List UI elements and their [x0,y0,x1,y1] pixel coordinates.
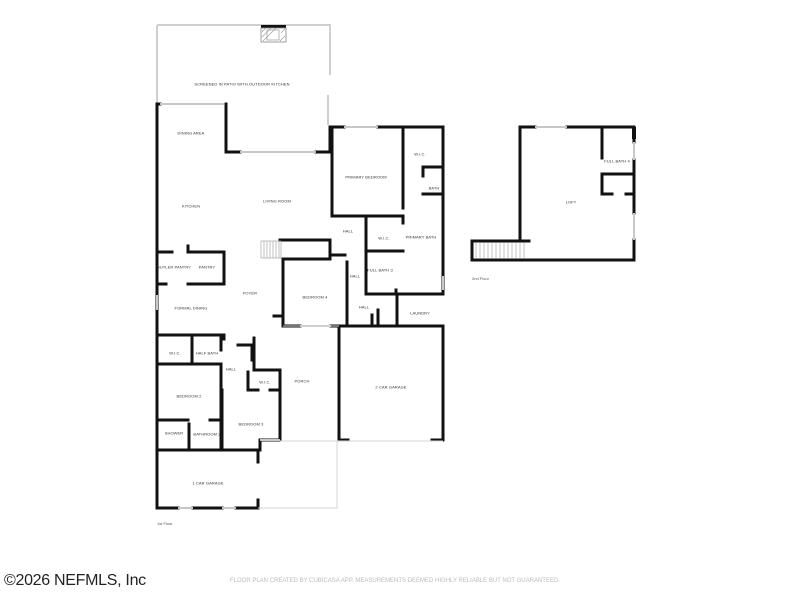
room-label-half-bath: HALF BATH [195,350,219,356]
room-label-hall-2: HALL [342,228,354,234]
room-label-hall-3: HALL [349,273,361,279]
room-label-hall-4: HALL [358,304,370,310]
room-label-wic-1: W.I.C. [169,350,181,356]
room-label-living-room: LIVING ROOM [263,198,291,204]
room-label-full-bath-3: FULL BATH 3 [367,267,393,273]
porch-outline [258,325,443,509]
room-label-bathroom-2: BATHROOM 2 [193,431,221,437]
room-label-dining-area: DINING AREA [177,130,205,136]
room-label-bath: BATH [428,185,440,191]
windows-2nd-floor [535,126,635,240]
room-label-kitchen: KITCHEN [181,203,201,209]
room-label-full-bath-4: FULL BATH 4 [604,158,630,164]
room-label-loft: LOFT [565,199,577,205]
stairs-1st-floor [260,240,282,259]
room-label-hall-1: HALL [225,366,237,372]
stairs-2nd-floor [475,243,525,258]
copyright-text: ©2026 NEFMLS, Inc [4,572,146,589]
room-label-primary-bath: PRIMARY BATH [405,234,437,240]
room-label-wic-4: W.I.C. [378,235,390,241]
room-label-formal-dining: FORMAL DINING [174,305,208,311]
floor-name-label: 1st Floor [157,521,173,526]
room-label-wic-3: W.I.C. [414,151,426,157]
room-label-laundry: LAUNDRY [410,310,430,316]
room-label-bedroom-3: BEDROOM 3 [238,421,264,427]
room-label-foyer: FOYER [242,290,258,296]
room-label-garage-2car: 2 CAR GARAGE [375,384,407,390]
room-label-butler-pantry: BUTLER PANTRY [156,264,192,270]
room-label-shower: SHOWER [164,430,184,436]
floor-name-label: 2nd Floor [472,276,489,281]
room-label-bedroom-2: BEDROOM 2 [176,393,202,399]
walls-2nd-floor [470,125,636,262]
fireplace-icon [260,25,287,43]
wall-corner [632,127,636,139]
room-label-wic-2: W.I.C. [259,379,271,385]
room-label-screened-patio: SCREENED IN PATIO WITH OUTDOOR KITCHEN [194,81,290,87]
room-label-primary-bedroom: PRIMARY BEDROOM [345,174,387,180]
room-label-bedroom-4: BEDROOM 4 [302,294,328,300]
room-label-garage-1car: 1 CAR GARAGE [192,480,224,486]
room-label-porch: PORCH [294,378,310,384]
room-label-pantry: PANTRY [198,264,216,270]
disclaimer-text: FLOOR PLAN CREATED BY CUBICASA APP. MEAS… [230,578,560,584]
